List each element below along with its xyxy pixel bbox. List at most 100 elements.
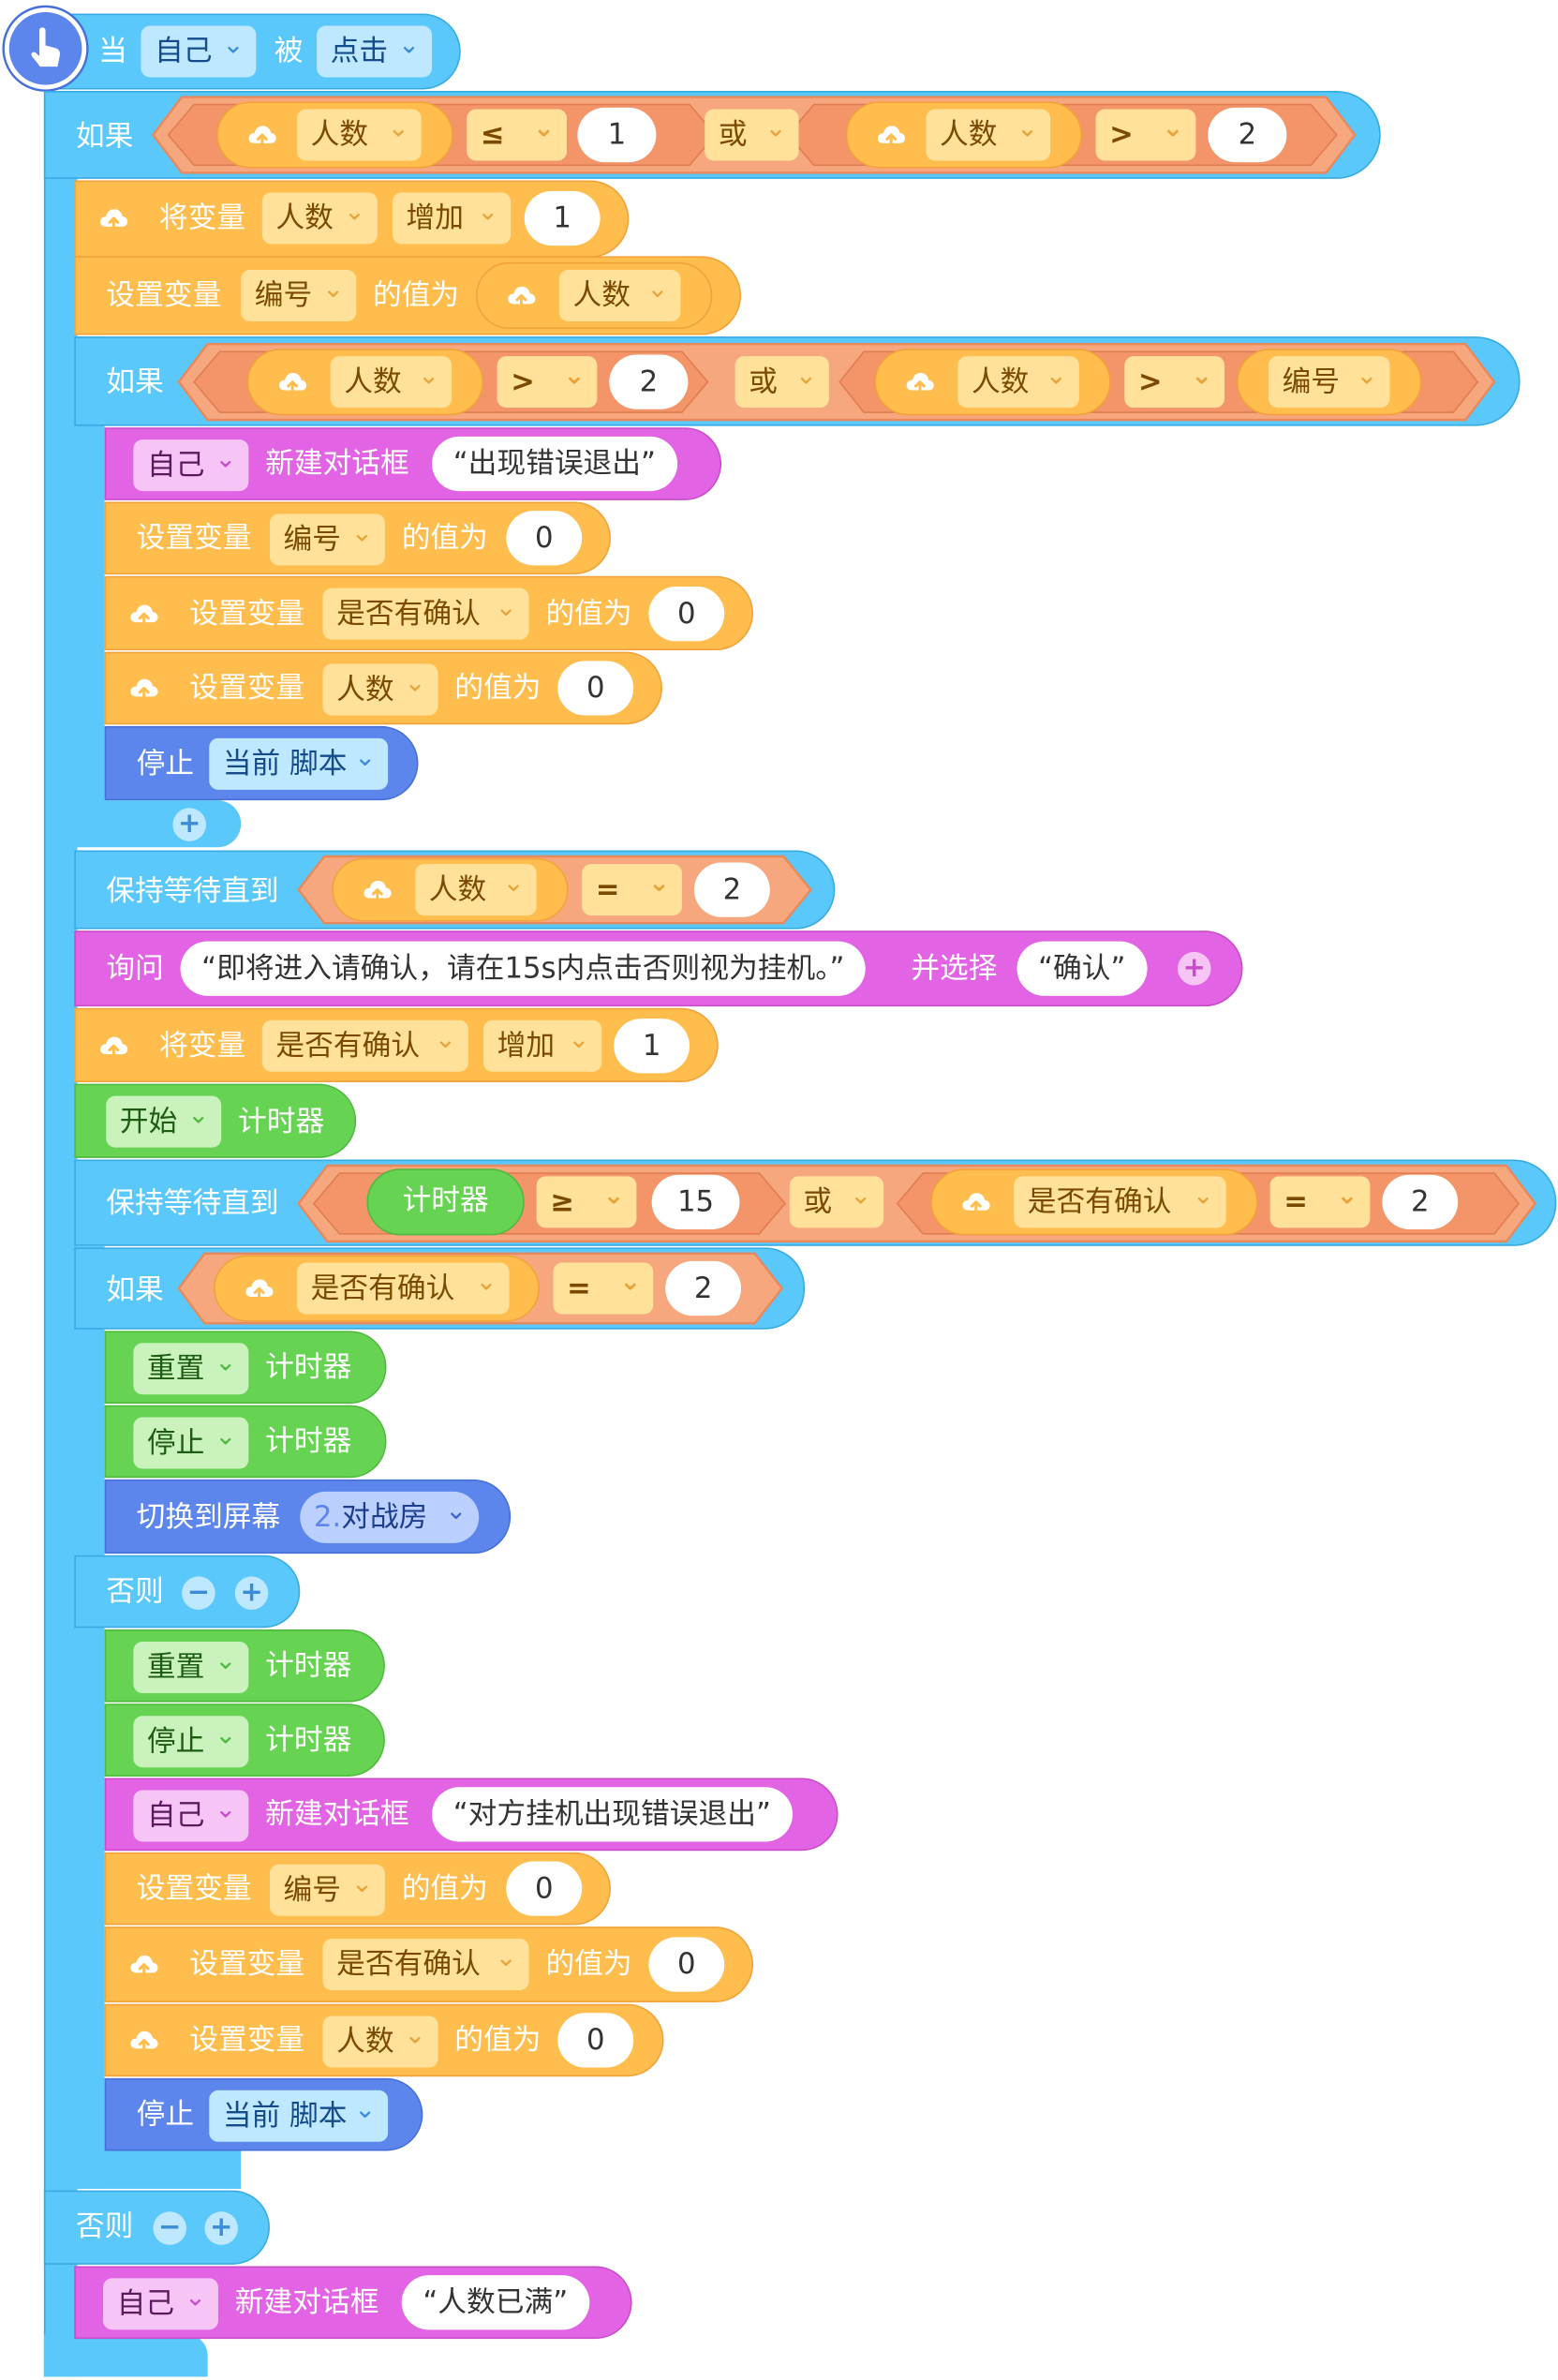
variable-dropdown[interactable]: 人数 <box>297 103 422 161</box>
add-else-if-button[interactable]: + <box>234 1576 269 1610</box>
variable-dropdown[interactable]: 人数 <box>415 858 537 916</box>
variable-reporter[interactable]: 编号 <box>1237 349 1422 416</box>
timer-action-dropdown[interactable]: 停止 <box>133 1710 249 1768</box>
variable-dropdown[interactable]: 是否有确认 <box>322 1933 529 1991</box>
number-input[interactable]: 2 <box>665 1260 742 1316</box>
change-op-dropdown[interactable]: 增加 <box>392 186 512 245</box>
comparison-operator-dropdown[interactable]: > <box>1124 350 1225 409</box>
ask-block[interactable]: 询问 “即将进入请确认，请在15s内点击否则视为挂机。” 并选择 “确认” + <box>74 930 1243 1007</box>
target-dropdown[interactable]: 自己 <box>141 20 257 78</box>
switch-screen-block[interactable]: 切换到屏幕 2.对战房 <box>104 1479 512 1554</box>
add-else-if-button[interactable]: + <box>204 2211 238 2245</box>
comparison-operator-dropdown[interactable]: ≥ <box>536 1170 637 1228</box>
stop-script-block[interactable]: 停止 当前 脚本 <box>104 2077 423 2151</box>
logic-operator-dropdown[interactable]: 或 <box>789 1170 884 1228</box>
number-input[interactable]: 1 <box>524 190 601 246</box>
variable-dropdown[interactable]: 人数 <box>322 658 438 716</box>
number-input[interactable]: 0 <box>506 511 583 566</box>
variable-reporter[interactable]: 人数 <box>845 101 1083 169</box>
set-variable-block[interactable]: 设置变量 是否有确认 的值为 0 <box>104 1926 753 2002</box>
variable-reporter[interactable]: 人数 <box>475 261 713 330</box>
number-input[interactable]: 15 <box>651 1174 740 1229</box>
timer-start-block[interactable]: 开始 计时器 <box>74 1083 357 1158</box>
set-variable-block[interactable]: 设置变量 人数 的值为 0 <box>104 2003 664 2077</box>
logic-operator-dropdown[interactable]: 或 <box>705 103 799 161</box>
number-input[interactable]: 2 <box>1208 107 1287 163</box>
target-dropdown[interactable]: 自己 <box>103 2272 218 2330</box>
timer-action-dropdown[interactable]: 重置 <box>133 1635 249 1693</box>
number-input[interactable]: 0 <box>648 587 725 642</box>
comparison-operator-dropdown[interactable]: > <box>1095 103 1196 161</box>
variable-dropdown[interactable]: 编号 <box>269 508 385 566</box>
change-variable-block[interactable]: 将变量 是否有确认 增加 1 <box>74 1007 719 1083</box>
variable-reporter[interactable]: 是否有确认 <box>930 1168 1258 1236</box>
variable-reporter[interactable]: 人数 <box>332 857 569 922</box>
number-input[interactable]: 2 <box>693 862 770 917</box>
variable-reporter[interactable]: 是否有确认 <box>214 1255 540 1322</box>
variable-dropdown[interactable]: 是否有确认 <box>322 582 529 640</box>
set-variable-block[interactable]: 设置变量 是否有确认 的值为 0 <box>104 575 753 650</box>
number-input[interactable]: 0 <box>557 2013 634 2068</box>
variable-dropdown[interactable]: 是否有确认 <box>1014 1170 1226 1228</box>
variable-reporter[interactable]: 人数 <box>216 101 453 169</box>
number-input[interactable]: 1 <box>614 1019 690 1074</box>
remove-else-button[interactable]: − <box>182 1576 215 1610</box>
target-dropdown[interactable]: 自己 <box>133 434 249 492</box>
change-op-dropdown[interactable]: 增加 <box>483 1014 602 1072</box>
change-variable-block[interactable]: 将变量 人数 增加 1 <box>74 180 630 259</box>
question-input[interactable]: “即将进入请确认，请在15s内点击否则视为挂机。” <box>180 941 867 996</box>
set-variable-block[interactable]: 设置变量 人数 的值为 0 <box>104 651 662 725</box>
number-input[interactable]: 0 <box>557 661 634 716</box>
set-variable-block[interactable]: 设置变量 编号 的值为 0 <box>104 501 611 575</box>
timer-action-dropdown[interactable]: 停止 <box>133 1411 249 1469</box>
timer-action-dropdown[interactable]: 开始 <box>106 1090 222 1148</box>
variable-dropdown[interactable]: 人数 <box>957 350 1079 409</box>
timer-action-dropdown[interactable]: 重置 <box>133 1337 249 1395</box>
number-input[interactable]: 2 <box>1382 1174 1459 1229</box>
screen-dropdown[interactable]: 2.对战房 <box>300 1485 480 1543</box>
variable-dropdown[interactable]: 人数 <box>926 103 1051 161</box>
stop-option-dropdown[interactable]: 当前 脚本 <box>209 2084 389 2142</box>
variable-reporter[interactable]: 人数 <box>246 349 484 416</box>
comparison-operator-dropdown[interactable]: = <box>582 858 682 916</box>
number-input[interactable]: 1 <box>577 107 657 163</box>
timer-reset-block[interactable]: 重置 计时器 <box>104 1331 387 1404</box>
variable-dropdown[interactable]: 人数 <box>261 186 378 245</box>
remove-else-button[interactable]: − <box>153 2211 186 2245</box>
new-dialog-block[interactable]: 自己 新建对话框 “对方挂机出现错误退出” <box>104 1778 838 1852</box>
number-input[interactable]: 2 <box>609 354 689 409</box>
target-dropdown[interactable]: 自己 <box>133 1784 249 1842</box>
new-dialog-block[interactable]: 自己 新建对话框 “出现错误退出” <box>104 427 722 500</box>
when-clicked-hat-block[interactable]: 当 自己 被 点击 <box>33 13 461 90</box>
set-variable-block[interactable]: 设置变量 编号 的值为 人数 <box>74 256 742 335</box>
add-option-button[interactable]: + <box>1177 951 1211 986</box>
timer-reporter[interactable]: 计时器 <box>366 1168 525 1236</box>
variable-reporter[interactable]: 人数 <box>874 349 1111 416</box>
add-branch-button[interactable]: + <box>172 808 207 841</box>
event-dropdown[interactable]: 点击 <box>317 20 433 78</box>
timer-reset-block[interactable]: 重置 计时器 <box>104 1629 385 1703</box>
variable-dropdown[interactable]: 是否有确认 <box>297 1257 510 1315</box>
comparison-operator-dropdown[interactable]: ≤ <box>467 103 568 161</box>
new-dialog-block[interactable]: 自己 新建对话框 “人数已满” <box>74 2266 632 2340</box>
dialog-text-input[interactable]: “出现错误退出” <box>432 436 677 492</box>
stop-script-block[interactable]: 停止 当前 脚本 <box>104 725 419 801</box>
variable-dropdown[interactable]: 编号 <box>1269 350 1390 409</box>
variable-dropdown[interactable]: 人数 <box>322 2010 438 2068</box>
comparison-operator-dropdown[interactable]: > <box>497 350 598 409</box>
comparison-operator-dropdown[interactable]: = <box>1269 1170 1371 1228</box>
variable-dropdown[interactable]: 是否有确认 <box>261 1014 468 1072</box>
number-input[interactable]: 0 <box>506 1861 583 1916</box>
dialog-text-input[interactable]: “对方挂机出现错误退出” <box>432 1787 793 1842</box>
timer-stop-block[interactable]: 停止 计时器 <box>104 1405 387 1479</box>
stop-option-dropdown[interactable]: 当前 脚本 <box>209 732 389 790</box>
variable-dropdown[interactable]: 人数 <box>558 263 681 321</box>
logic-operator-dropdown[interactable]: 或 <box>734 350 829 409</box>
number-input[interactable]: 0 <box>648 1937 725 1992</box>
comparison-operator-dropdown[interactable]: = <box>553 1257 654 1315</box>
option-input[interactable]: “确认” <box>1016 941 1148 996</box>
timer-stop-block[interactable]: 停止 计时器 <box>104 1703 385 1777</box>
variable-dropdown[interactable]: 编号 <box>269 1858 385 1916</box>
variable-dropdown[interactable]: 编号 <box>241 263 357 321</box>
variable-dropdown[interactable]: 人数 <box>330 350 453 409</box>
